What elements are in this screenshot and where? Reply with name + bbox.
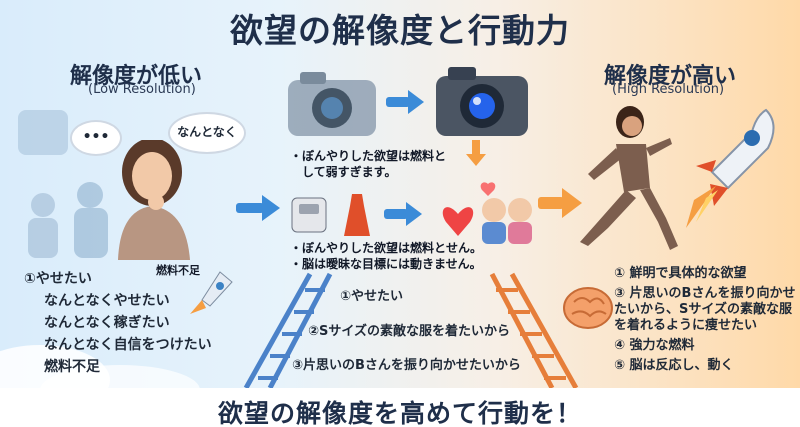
footer-bar	[0, 388, 800, 427]
hearts-couple-icon	[442, 182, 532, 244]
arrow-head-icon	[408, 90, 424, 114]
high-list-item: ⑤ 脳は反応し、動く	[614, 358, 734, 373]
high-resolution-sub: (High Resolution)	[612, 82, 725, 97]
sharp-camera-icon	[436, 67, 528, 136]
note-line: ・ぼんやりした欲望は燃料とせん。	[290, 241, 483, 255]
note-line: ・脳は曖昧な目標には動きません。	[290, 257, 482, 271]
orange-arrow-shaft	[472, 140, 480, 156]
high-resolution-list: ① 鮮明で具体的な欲望 ③ 片思いのBさんを振り向かせたいから、Sサイズの素敵な…	[614, 266, 800, 378]
weak-fuel-note: ・ぼんやりした欲望は燃料と して弱すぎます。	[290, 148, 446, 180]
down-arrow-icon	[466, 154, 486, 166]
low-resolution-list: ①やせたい なんとなくやせたい なんとなく稼ぎたい なんとなく自信をつけたい 燃…	[24, 268, 212, 378]
orange-arrow-shaft	[538, 197, 564, 209]
brain-note: ・ぼんやりした欲望は燃料とせん。 ・脳は曖昧な目標には動きません。	[290, 240, 482, 272]
low-list-item: なんとなく自信をつけたい	[44, 337, 212, 353]
low-list-item: ①やせたい	[24, 271, 92, 287]
scale-icon	[291, 197, 327, 233]
ladder-illustration	[243, 272, 579, 390]
dress-arrow	[384, 209, 408, 219]
low-list-item: 燃料不足	[44, 359, 100, 375]
ladder-step-1: ①やせたい	[340, 289, 404, 304]
running-woman-icon	[580, 106, 678, 250]
note-line: ・ぼんやりした欲望は燃料と	[290, 149, 447, 163]
ladder-step-3: ③片思いのBさんを振り向かせたいから	[292, 358, 521, 373]
pensive-woman-icon	[118, 140, 190, 260]
high-list-item: ③ 片思いのBさんを振り向かせたいから、Sサイズの素敵な服を着れるように痩せたい	[614, 286, 796, 333]
page-title: 欲望の解像度と行動力	[230, 11, 570, 50]
dress-icon	[344, 194, 370, 236]
ellipsis-bubble: •••	[70, 120, 122, 156]
low-resolution-heading: 解像度が低い	[70, 64, 203, 89]
blurry-camera-icon	[288, 72, 376, 136]
note-line: して弱すぎます。	[302, 165, 397, 179]
fuel-shortage-tag: 燃料不足	[156, 264, 200, 277]
weak-rocket-icon	[190, 271, 233, 314]
vague-thought-bubble: なんとなく	[168, 112, 246, 154]
footer-slogan: 欲望の解像度を高めて行動を！	[217, 399, 582, 427]
background-people-icon	[18, 110, 108, 258]
low-list-item: なんとなくやせたい	[44, 293, 170, 309]
arrow-head-icon	[262, 195, 280, 221]
ladder-step-2: ②Sサイズの素敵な服を着たいから	[308, 324, 510, 339]
right-arrow-icon	[562, 188, 582, 218]
brain-icon	[563, 287, 613, 329]
low-list-item: なんとなく稼ぎたい	[44, 315, 170, 331]
high-list-item: ④ 強力な燃料	[614, 338, 695, 353]
high-resolution-heading: 解像度が高い	[604, 64, 737, 89]
camera-arrow	[386, 97, 410, 107]
arrow-to-center	[236, 203, 264, 213]
low-resolution-sub: (Low Resolution)	[88, 82, 196, 97]
high-list-item: ① 鮮明で具体的な欲望	[614, 266, 747, 281]
strong-rocket-icon	[686, 108, 775, 228]
arrow-head-icon	[406, 202, 422, 226]
